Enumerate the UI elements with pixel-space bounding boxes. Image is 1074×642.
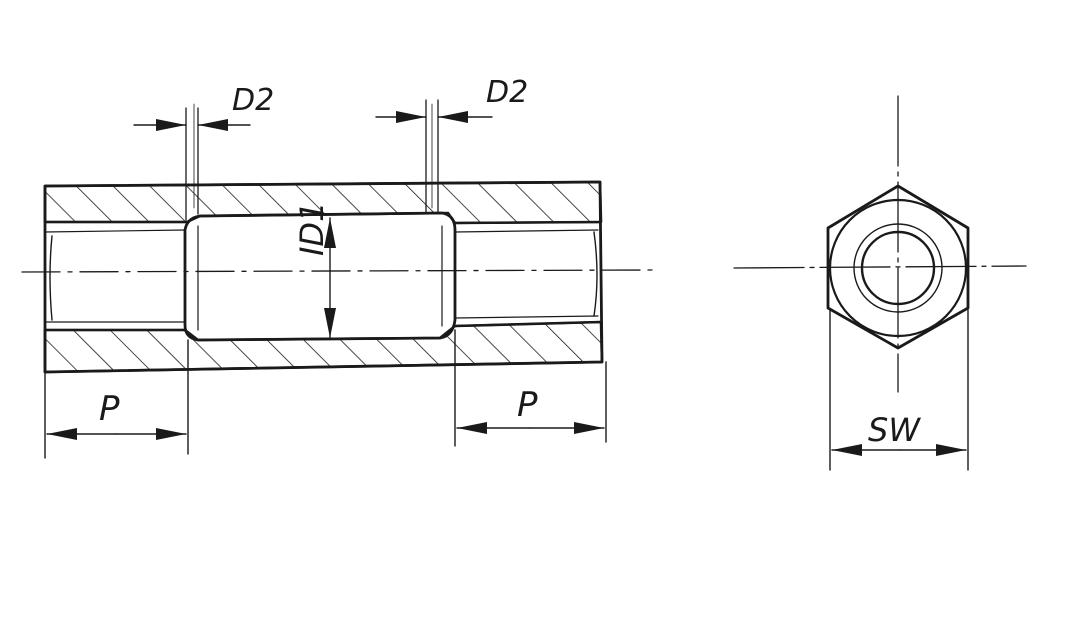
centerline-horizontal <box>21 269 653 273</box>
body-outline <box>43 180 604 374</box>
hex-end-view <box>733 95 1027 471</box>
side-section-view <box>21 99 653 459</box>
hex-centerline-horizontal <box>733 265 1027 269</box>
d2-right-label: D2 <box>486 75 529 110</box>
thread-bore-right <box>453 220 603 328</box>
id1-label: ID1 <box>293 201 331 256</box>
sw-label: SW <box>868 411 920 449</box>
central-bore <box>183 211 457 342</box>
p-left-label: P <box>99 389 120 429</box>
thread-bore-left <box>43 220 189 332</box>
p-dimension-right <box>454 329 607 447</box>
p-right-label: P <box>517 385 538 425</box>
d2-left-label: D2 <box>232 83 275 118</box>
p-dimension-left <box>44 339 189 459</box>
sw-dimension <box>829 309 969 471</box>
